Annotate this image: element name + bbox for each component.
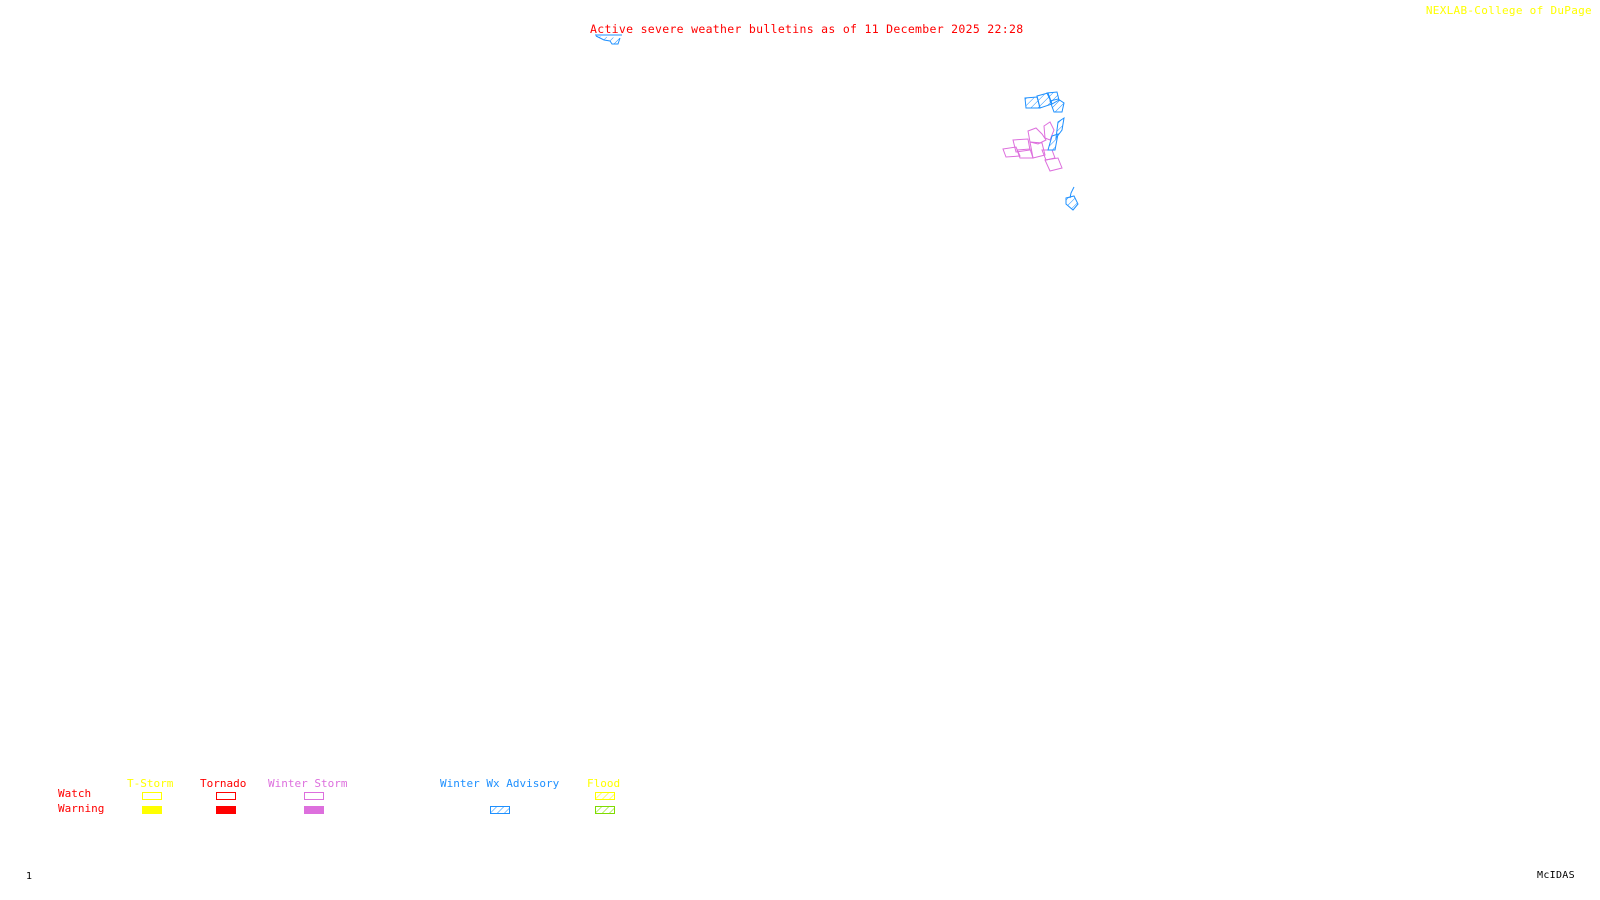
legend-tornado-watch-swatch [216, 792, 236, 800]
legend-flood-warning-swatch [595, 806, 615, 814]
legend-winter-storm-watch-swatch [304, 792, 324, 800]
legend-winter-advisory-swatch [490, 806, 510, 814]
legend-tornado-warning-swatch [216, 806, 236, 814]
legend-winter-storm-label: Winter Storm [268, 777, 348, 790]
legend-flood-watch-swatch [595, 792, 615, 800]
legend-tstorm-warning-swatch [142, 806, 162, 814]
legend-tstorm-label: T-Storm [127, 777, 174, 790]
frame-number: 1 [26, 871, 33, 882]
legend-tstorm-watch-swatch [142, 792, 162, 800]
legend-winter-advisory-label: Winter Wx Advisory [440, 777, 560, 790]
alert-area-winter-advisory-east [1047, 116, 1065, 151]
legend-flood-label: Flood [587, 777, 621, 790]
legend-winter-storm-warning-swatch [304, 806, 324, 814]
legend-row-warning: Warning [58, 802, 105, 815]
alert-area-winter-advisory-top [595, 34, 622, 45]
alert-area-winter-advisory-north [1024, 91, 1065, 113]
map-title: Active severe weather bulletins as of 11… [590, 22, 1024, 36]
legend-row-watch: Watch [58, 787, 92, 800]
software-label: McIDAS [1537, 870, 1575, 881]
alert-area-winter-advisory-south [1065, 186, 1079, 211]
legend-tornado-label: Tornado [200, 777, 247, 790]
alert-area-winter-storm-north-central [1002, 121, 1063, 172]
credit-label: NEXLAB-College of DuPage [1425, 4, 1592, 17]
